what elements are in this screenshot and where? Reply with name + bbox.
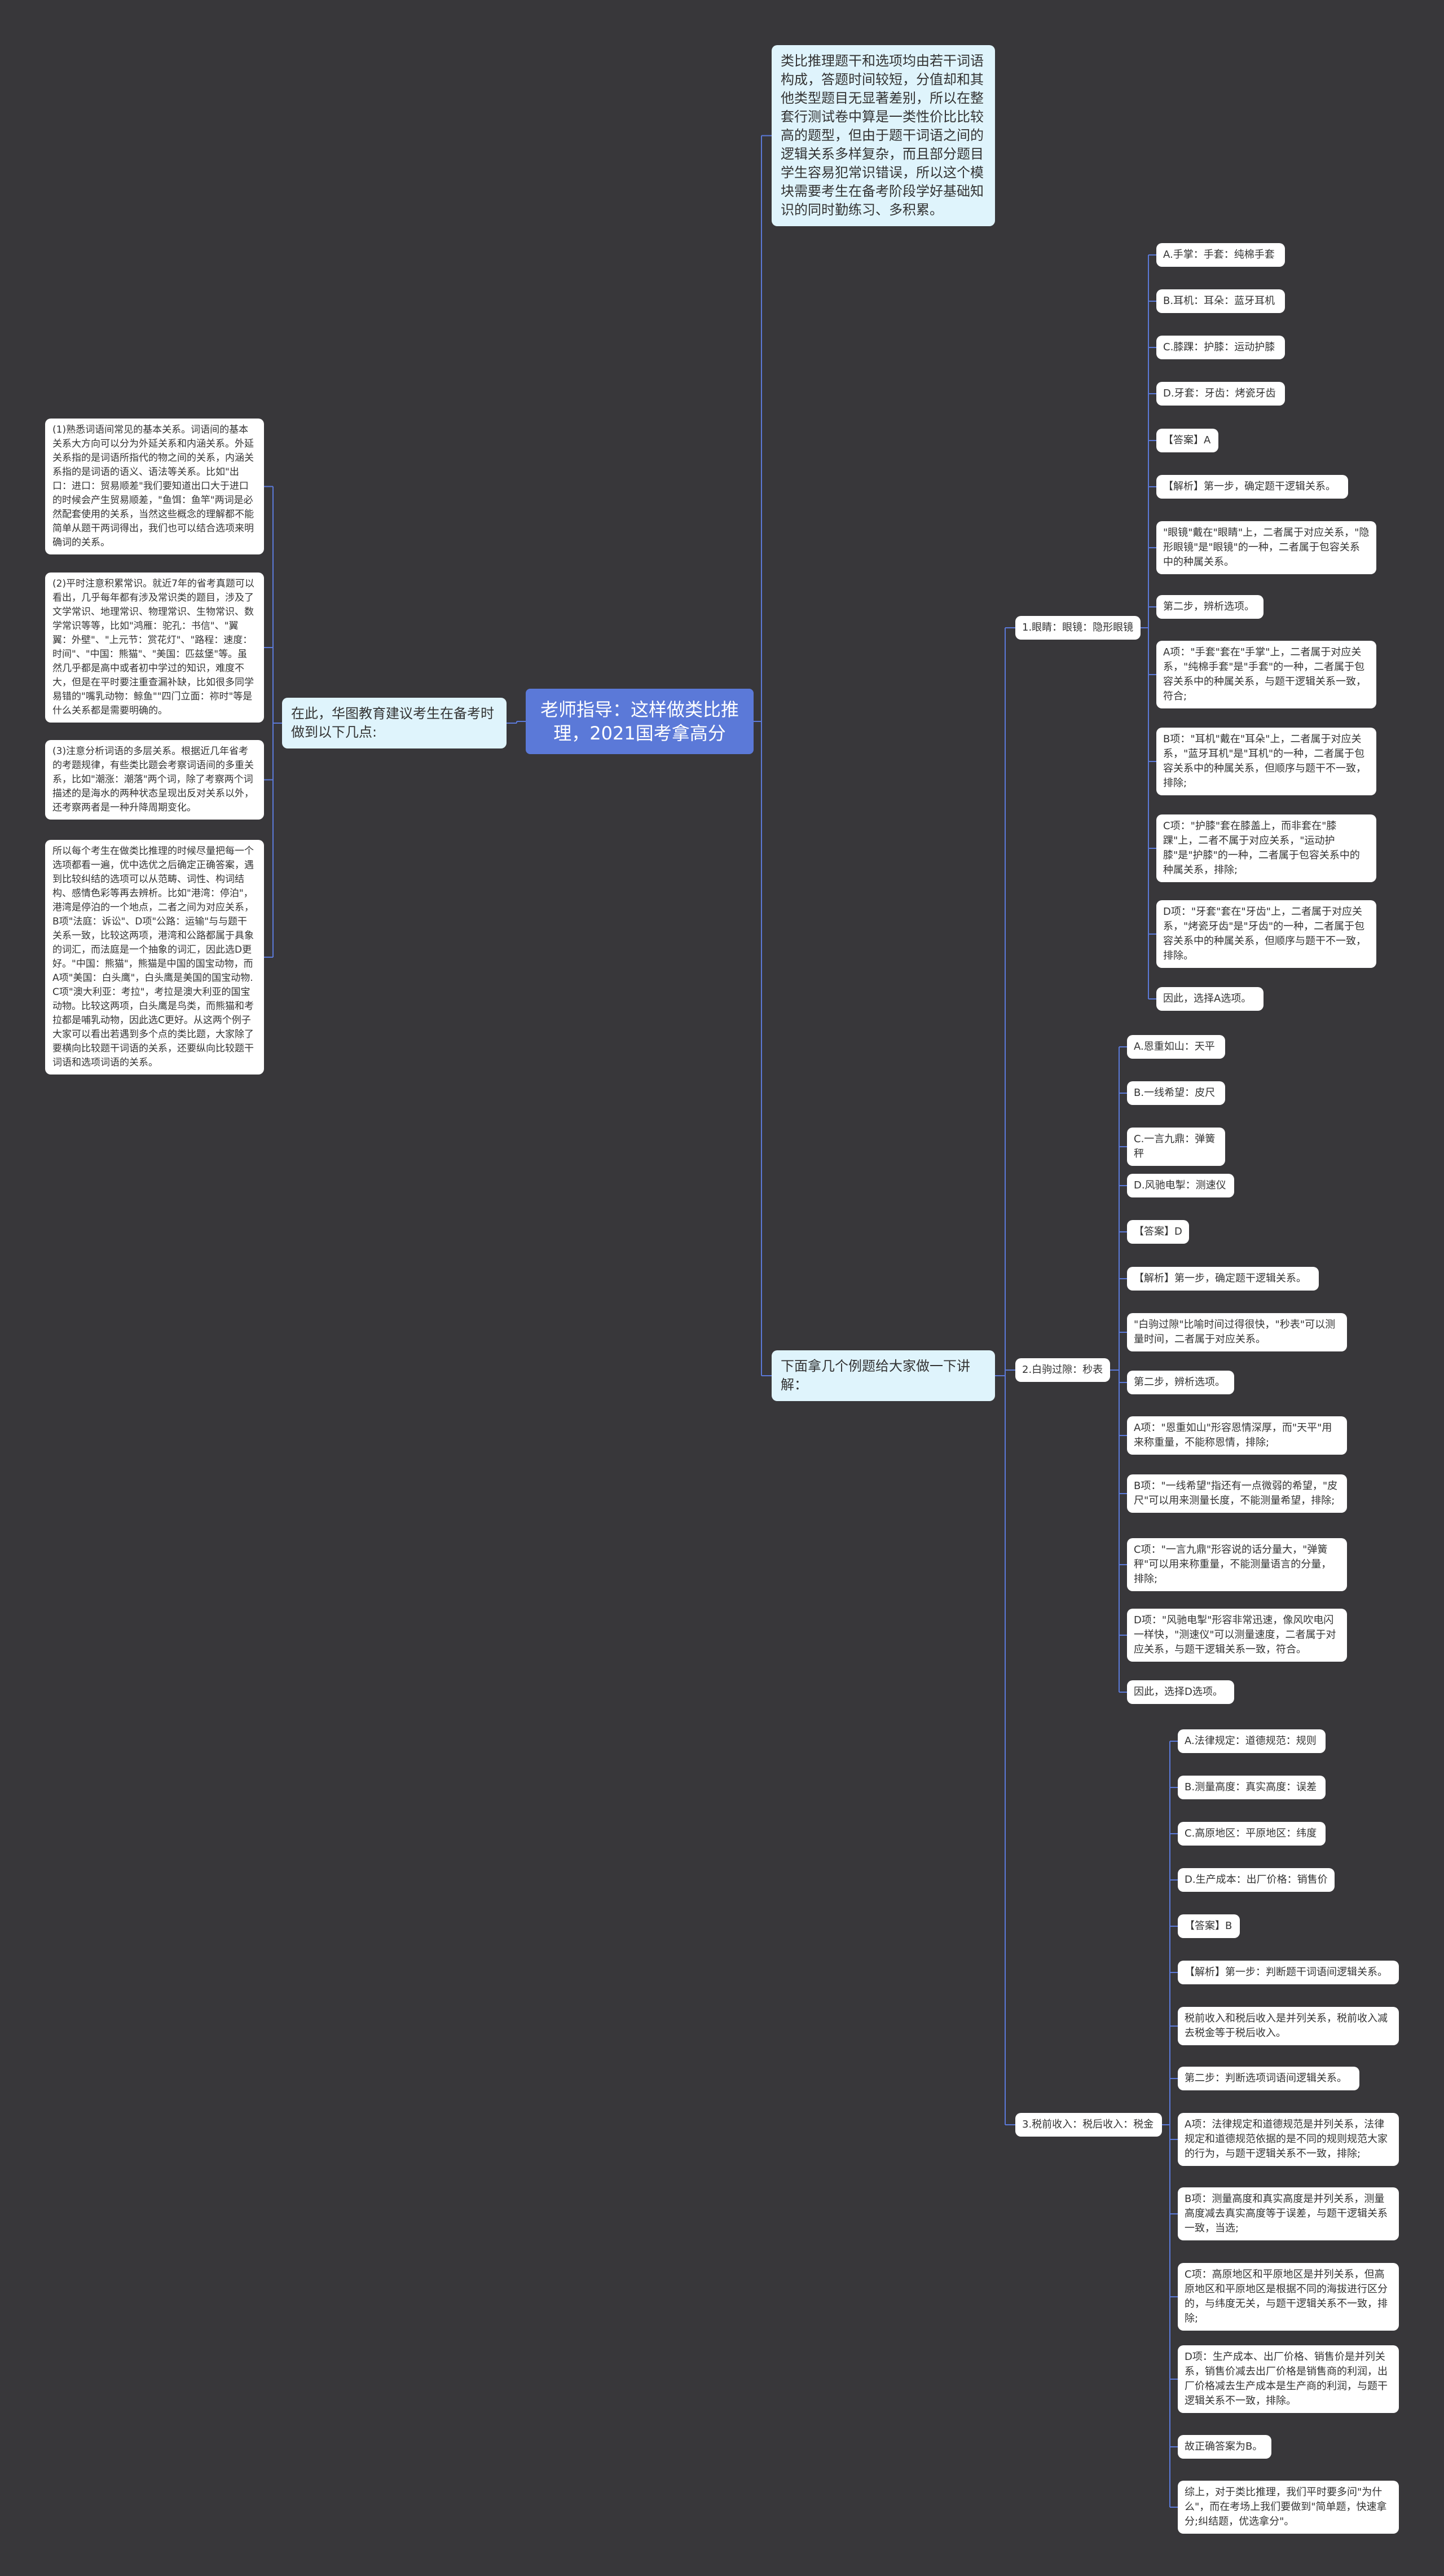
example-1-item: 因此，选择A选项。 [1156, 987, 1264, 1011]
example-1-item: 第二步，辨析选项。 [1156, 595, 1264, 619]
advice-item-3: (3)注意分析词语的多层关系。根据近几年省考的考题规律，有些类比题会考察词语间的… [45, 740, 264, 820]
example-3-item: C项：高原地区和平原地区是并列关系，但高原地区和平原地区是根据不同的海拔进行区分… [1178, 2263, 1399, 2331]
example-2-item: 【答案】D [1127, 1220, 1189, 1244]
example-3-item: D.生产成本：出厂价格：销售价 [1178, 1868, 1335, 1892]
intro-node: 类比推理题干和选项均由若干词语构成，答题时间较短，分值却和其他类型题目无显著差别… [772, 45, 995, 226]
example-3-item: 税前收入和税后收入是并列关系，税前收入减去税金等于税后收入。 [1178, 2007, 1399, 2045]
example-1-item: A项："手套"套在"手掌"上，二者属于对应关系，"纯棉手套"是"手套"的一种，二… [1156, 641, 1376, 708]
advice-item-1: (1)熟悉词语间常见的基本关系。词语间的基本关系大方向可以分为外延关系和内涵关系… [45, 419, 264, 554]
root-topic: 老师指导：这样做类比推理，2021国考拿高分 [526, 689, 754, 754]
example-1-item: A.手掌：手套：纯棉手套 [1156, 243, 1285, 267]
example-2-item: 【解析】第一步，确定题干逻辑关系。 [1127, 1267, 1319, 1291]
example-3-item: C.高原地区：平原地区：纬度 [1178, 1822, 1326, 1846]
example-1-item: C.膝踝：护膝：运动护膝 [1156, 336, 1285, 359]
example-2-item: A.恩重如山：天平 [1127, 1035, 1225, 1059]
example-2-item: B项："一线希望"指还有一点微弱的希望，"皮尺"可以用来测量长度，不能测量希望，… [1127, 1474, 1347, 1513]
example-3-item: 故正确答案为B。 [1178, 2435, 1271, 2459]
example-2-item: 因此，选择D选项。 [1127, 1680, 1234, 1704]
example-2-item: "白驹过隙"比喻时间过得很快，"秒表"可以测量时间，二者属于对应关系。 [1127, 1313, 1347, 1351]
example-2-item: D.风驰电掣：测速仪 [1127, 1174, 1234, 1197]
example-1-item: 【解析】第一步，确定题干逻辑关系。 [1156, 475, 1348, 499]
example-1-item: B.耳机：耳朵：蓝牙耳机 [1156, 289, 1285, 313]
advice-item-2: (2)平时注意积累常识。就近7年的省考真题可以看出，几乎每年都有涉及常识类的题目… [45, 573, 264, 723]
example-3-item: B.测量高度：真实高度：误差 [1178, 1776, 1326, 1799]
example-1-label: 1.眼睛：眼镜：隐形眼镜 [1015, 616, 1141, 640]
example-3-item: 综上，对于类比推理，我们平时要多问"为什么"，而在考场上我们要做到"简单题，快速… [1178, 2481, 1399, 2534]
example-2-item: C.一言九鼎：弹簧秤 [1127, 1128, 1225, 1166]
example-3-label: 3.税前收入：税后收入：税金 [1015, 2113, 1162, 2137]
example-3-item: 【答案】B [1178, 1914, 1240, 1938]
example-2-item: 第二步，辨析选项。 [1127, 1371, 1234, 1394]
examples-node: 下面拿几个例题给大家做一下讲解： [772, 1350, 995, 1401]
example-3-item: D项：生产成本、出厂价格、销售价是并列关系，销售价减去出厂价格是销售商的利润，出… [1178, 2345, 1399, 2413]
example-1-item: "眼镜"戴在"眼睛"上，二者属于对应关系，"隐形眼镜"是"眼镜"的一种，二者属于… [1156, 521, 1376, 574]
example-3-item: 【解析】第一步：判断题干词语间逻辑关系。 [1178, 1961, 1399, 1984]
example-1-item: B项："耳机"戴在"耳朵"上，二者属于对应关系，"蓝牙耳机"是"耳机"的一种，二… [1156, 728, 1376, 795]
advice-item-4: 所以每个考生在做类比推理的时候尽量把每一个选项都看一遍，优中选优之后确定正确答案… [45, 840, 264, 1075]
example-2-label: 2.白驹过隙：秒表 [1015, 1358, 1110, 1382]
example-3-item: 第二步：判断选项词语间逻辑关系。 [1178, 2067, 1359, 2090]
example-1-item: D项："牙套"套在"牙齿"上，二者属于对应关系，"烤瓷牙齿"是"牙齿"的一种，二… [1156, 900, 1376, 968]
example-2-item: C项："一言九鼎"形容说的话分量大，"弹簧秤"可以用来称重量，不能测量语言的分量… [1127, 1538, 1347, 1591]
example-3-item: B项：测量高度和真实高度是并列关系，测量高度减去真实高度等于误差，与题干逻辑关系… [1178, 2187, 1399, 2240]
advice-node: 在此，华图教育建议考生在备考时做到以下几点: [282, 698, 507, 748]
example-3-item: A项：法律规定和道德规范是并列关系，法律规定和道德规范依据的是不同的规则规范大家… [1178, 2113, 1399, 2166]
example-3-item: A.法律规定：道德规范：规则 [1178, 1729, 1326, 1753]
example-2-item: B.一线希望：皮尺 [1127, 1081, 1225, 1105]
example-2-item: D项："风驰电掣"形容非常迅速，像风吹电闪一样快，"测速仪"可以测量速度，二者属… [1127, 1609, 1347, 1662]
example-1-item: D.牙套：牙齿：烤瓷牙齿 [1156, 382, 1285, 406]
example-2-item: A项："恩重如山"形容恩情深厚，而"天平"用来称重量，不能称恩情，排除; [1127, 1416, 1347, 1455]
example-1-item: 【答案】A [1156, 429, 1218, 452]
example-1-item: C项："护膝"套在膝盖上，而非套在"膝踝"上，二者不属于对应关系，"运动护膝"是… [1156, 814, 1376, 882]
